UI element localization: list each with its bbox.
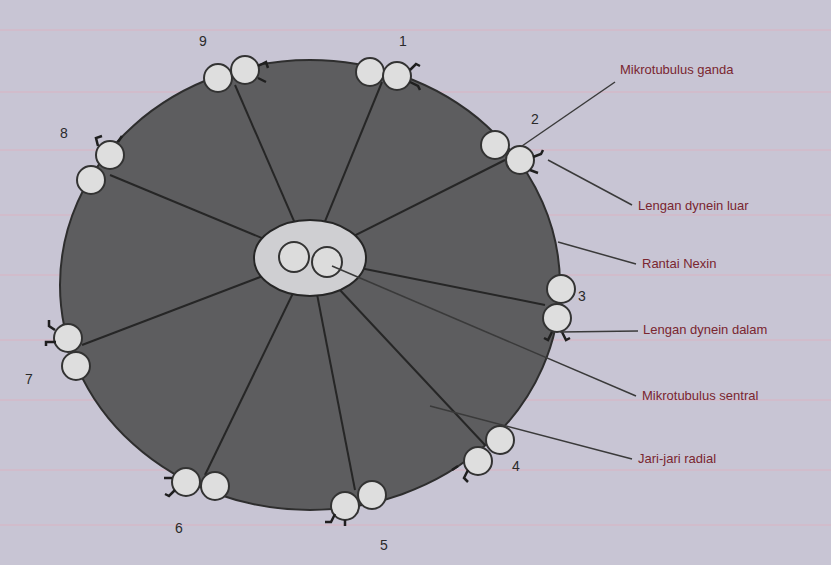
part-label: Lengan dynein luar [638, 198, 749, 214]
callout-number: 4 [512, 458, 520, 474]
central-sheath [254, 220, 366, 296]
radial-spokes [82, 82, 545, 490]
cilium-membrane [60, 60, 560, 510]
central-microtubule [312, 247, 342, 277]
callout-number: 5 [380, 537, 388, 553]
callout-number: 9 [199, 33, 207, 49]
callout-number: 7 [25, 371, 33, 387]
callout-number: 2 [531, 111, 539, 127]
part-label: Rantai Nexin [642, 256, 716, 272]
part-label: Lengan dynein dalam [643, 322, 767, 338]
callout-number: 3 [578, 288, 586, 304]
callout-number: 1 [399, 33, 407, 49]
part-label: Mikrotubulus ganda [620, 62, 733, 78]
callout-number: 6 [175, 520, 183, 536]
central-microtubule [279, 242, 309, 272]
part-label: Jari-jari radial [638, 451, 716, 467]
dynein-arms [46, 62, 570, 526]
callout-number: 8 [60, 125, 68, 141]
doublet-microtubules [54, 56, 575, 520]
part-label: Mikrotubulus sentral [642, 388, 758, 404]
leader-lines [332, 82, 638, 459]
photo-streaks [0, 30, 831, 525]
